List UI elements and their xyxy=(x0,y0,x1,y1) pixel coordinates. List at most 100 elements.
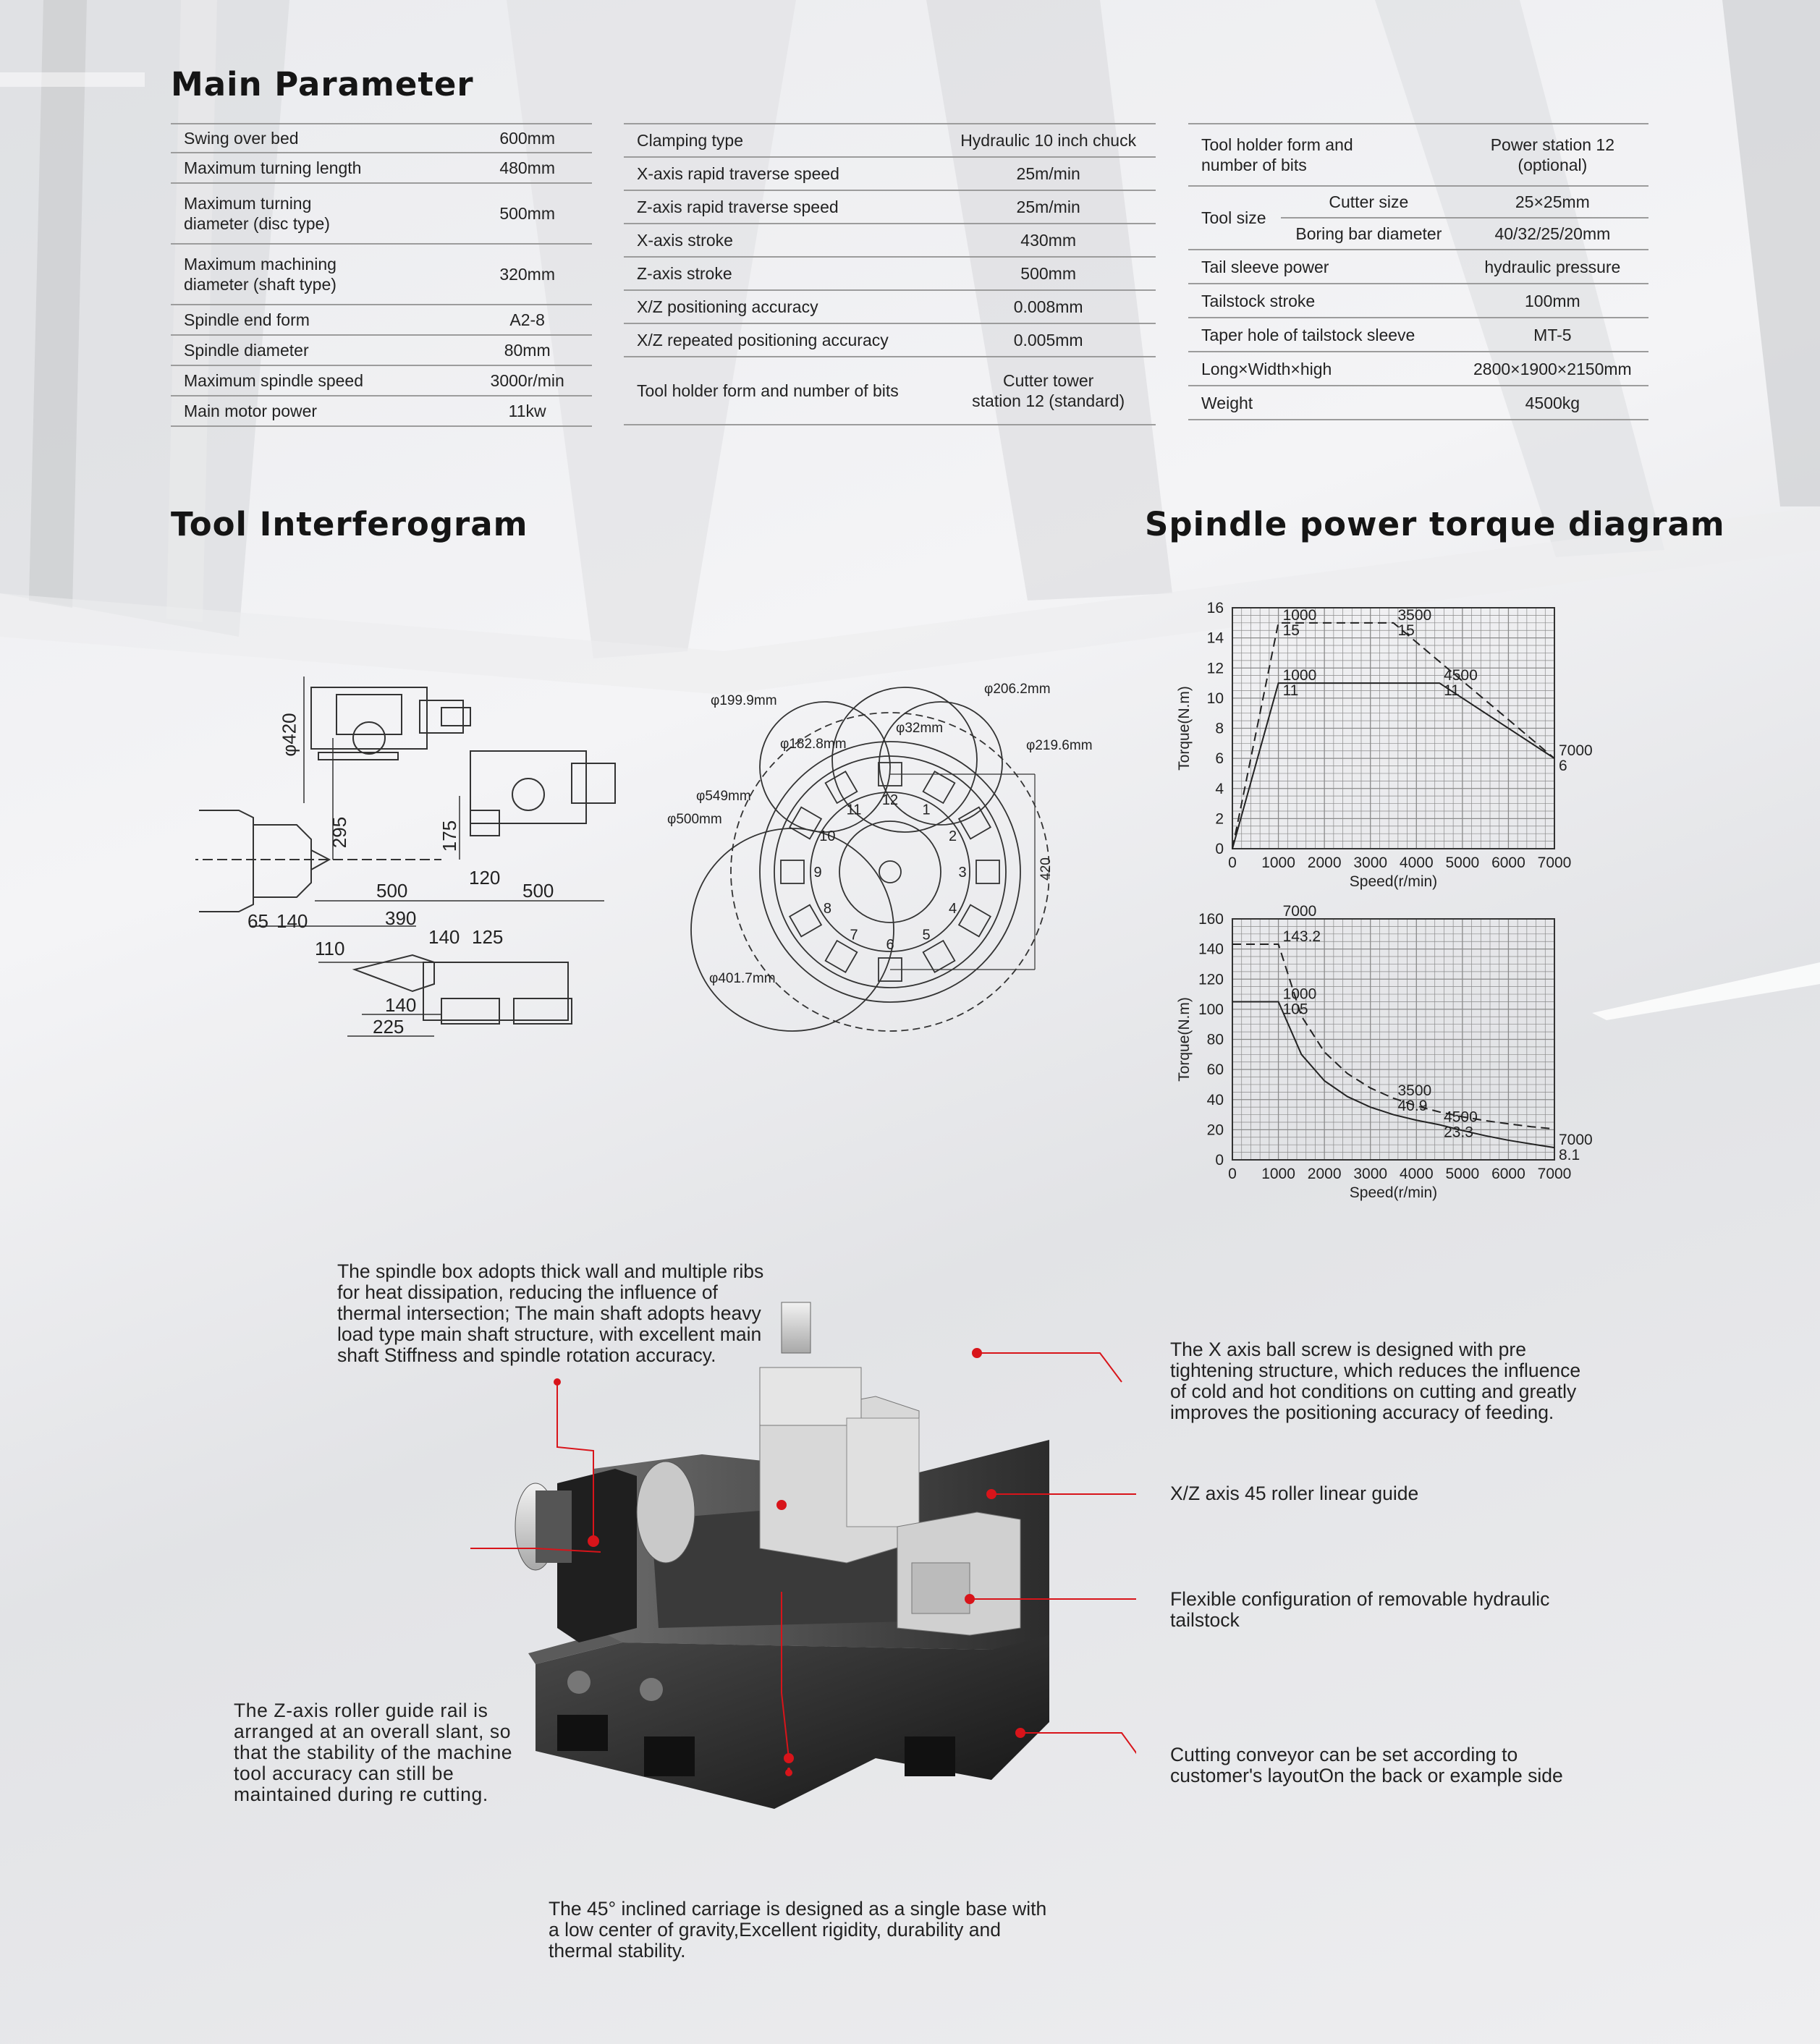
callout-linear-guide: X/Z axis 45 roller linear guide xyxy=(1170,1483,1419,1504)
param-value: 11kw xyxy=(464,396,592,427)
x-tick-label: 3000 xyxy=(1353,855,1387,871)
param-label: Weight xyxy=(1188,386,1458,420)
turret-station xyxy=(922,771,956,805)
series-line xyxy=(1232,682,1555,849)
y-tick-label: 60 xyxy=(1207,1061,1224,1078)
turret-outer-circle xyxy=(759,741,1021,1003)
callout-conveyor: Cutting conveyor can be set according to… xyxy=(1170,1744,1563,1786)
param-label: Main motor power xyxy=(171,396,465,427)
y-axis-label: Torque(N.m) xyxy=(1176,686,1193,771)
y-tick-label: 20 xyxy=(1207,1121,1224,1138)
turret-station-number: 7 xyxy=(850,928,858,943)
main-parameter-heading: Main Parameter xyxy=(171,65,474,103)
param-value: 100mm xyxy=(1457,284,1648,318)
turret-station xyxy=(878,957,902,982)
param-label: Maximum spindle speed xyxy=(171,365,465,396)
dim-label: 175 xyxy=(439,820,461,852)
turret-station xyxy=(922,939,956,973)
param-label: Spindle end form xyxy=(171,305,465,336)
y-axis-label: Torque(N.m) xyxy=(1176,997,1193,1082)
dim-label: 225 xyxy=(373,1016,405,1038)
y-tick-label: 2 xyxy=(1215,810,1224,827)
x-tick-label: 4000 xyxy=(1400,1166,1434,1182)
data-annotation: 7000 xyxy=(1283,903,1317,920)
turret-station-number: 9 xyxy=(813,865,821,881)
param-label: Long×Width×high xyxy=(1188,352,1458,386)
param-value: 2800×1900×2150mm xyxy=(1457,352,1648,386)
param-label: Maximum machining diameter (shaft type) xyxy=(171,244,465,305)
turret-station-number: 1 xyxy=(922,802,930,818)
param-value: 600mm xyxy=(464,123,592,153)
turret-station-number: 3 xyxy=(958,865,966,881)
param-value: 25m/min xyxy=(942,157,1156,191)
turret-station-number: 10 xyxy=(819,828,835,844)
param-value: 80mm xyxy=(464,335,592,366)
param-label: Tail sleeve power xyxy=(1188,250,1458,284)
dim-label: φ182.8mm xyxy=(780,737,847,752)
series-line xyxy=(1232,622,1555,849)
machine-illustration xyxy=(470,1302,1136,1809)
dim-label: φ420 xyxy=(278,713,300,757)
dim-label: φ219.6mm xyxy=(1026,738,1093,753)
turret-station-number: 8 xyxy=(824,901,831,917)
param-label: Spindle diameter xyxy=(171,335,465,366)
dim-label: 65 xyxy=(247,910,268,932)
y-tick-label: 80 xyxy=(1207,1032,1224,1048)
callout-carriage: The 45° inclined carriage is designed as… xyxy=(549,1898,1047,1962)
param-value: 25m/min xyxy=(942,190,1156,224)
param-value: MT-5 xyxy=(1457,318,1648,352)
y-tick-label: 14 xyxy=(1207,630,1224,647)
param-label: Taper hole of tailstock sleeve xyxy=(1188,318,1458,352)
turret-station-number: 11 xyxy=(847,802,862,818)
param-label: Tool holder form and number of bits xyxy=(1188,123,1458,187)
table-row: Tool holder form and number of bits Powe… xyxy=(1188,123,1648,187)
turret-station-number: 2 xyxy=(949,828,957,844)
spindle-torque-heading: Spindle power torque diagram xyxy=(1145,505,1725,543)
param-value: Cutter tower station 12 (standard) xyxy=(942,357,1156,425)
y-tick-label: 12 xyxy=(1207,660,1224,677)
y-tick-label: 160 xyxy=(1198,911,1224,928)
x-axis-label: Speed(r/min) xyxy=(1350,873,1437,890)
turret-station xyxy=(780,860,805,884)
y-tick-label: 120 xyxy=(1198,971,1224,988)
param-sublabel: Boring bar diameter xyxy=(1281,218,1458,250)
y-tick-label: 4 xyxy=(1215,781,1224,797)
dim-label: 125 xyxy=(472,926,504,948)
turret-station-number: 5 xyxy=(922,928,930,943)
plot-frame xyxy=(1232,607,1555,849)
param-label: X/Z positioning accuracy xyxy=(624,290,943,324)
y-tick-label: 0 xyxy=(1215,1152,1224,1169)
dim-label: 140 xyxy=(276,910,308,932)
tool-interferogram-heading: Tool Interferogram xyxy=(171,505,528,543)
param-label: Maximum turning diameter (disc type) xyxy=(171,183,465,245)
param-label: Maximum turning length xyxy=(171,153,465,184)
dim-label: 390 xyxy=(385,907,417,929)
dim-label: φ206.2mm xyxy=(984,682,1051,697)
param-label: X/Z repeated positioning accuracy xyxy=(624,323,943,357)
param-label: X-axis rapid traverse speed xyxy=(624,157,943,191)
param-label: Z-axis rapid traverse speed xyxy=(624,190,943,224)
turret-station-number: 12 xyxy=(882,792,898,808)
x-axis-label: Speed(r/min) xyxy=(1350,1184,1437,1201)
y-tick-label: 8 xyxy=(1215,721,1224,737)
param-label: Swing over bed xyxy=(171,123,465,153)
table-row: Maximum machining diameter (shaft type)3… xyxy=(171,244,592,305)
x-tick-label: 1000 xyxy=(1261,1166,1295,1182)
turret-station xyxy=(975,860,1000,884)
param-value: 500mm xyxy=(942,257,1156,291)
param-value: 4500kg xyxy=(1457,386,1648,420)
x-tick-label: 0 xyxy=(1228,855,1237,871)
dim-label: 140 xyxy=(428,926,460,948)
turret-station xyxy=(824,939,858,973)
